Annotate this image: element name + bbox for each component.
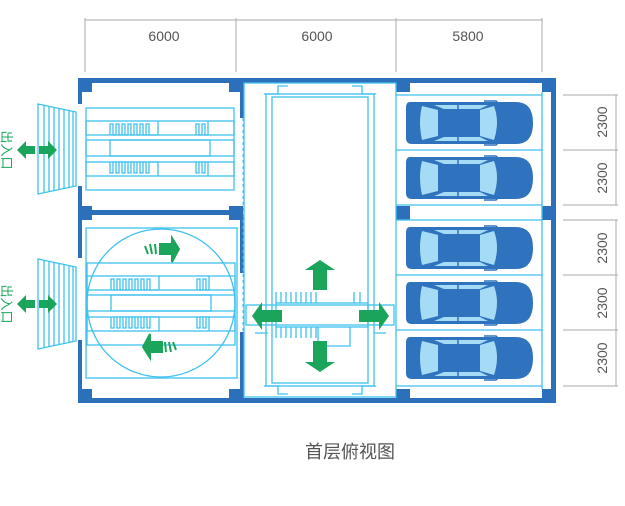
parking-pallet — [85, 107, 235, 191]
dimension-top-1: 6000 — [148, 28, 179, 44]
arrow-up-icon — [305, 260, 335, 290]
dimension-top-3: 5800 — [452, 28, 483, 44]
parked-car-icon — [405, 225, 534, 271]
dimension-right-3: 2300 — [594, 232, 610, 263]
arrow-down-icon — [305, 341, 335, 372]
dimension-top-2: 6000 — [301, 28, 332, 44]
entrance-top[interactable]: 出入口 — [0, 103, 77, 195]
rotate-arrow-icon — [144, 234, 181, 263]
double-arrow-icon — [17, 141, 57, 159]
parking-pallet — [86, 262, 236, 346]
entrance-bottom[interactable]: 出入口 — [0, 258, 77, 350]
arrow-right-icon — [359, 302, 389, 330]
parked-car-icon — [405, 155, 534, 201]
top-dimensions: 6000 6000 5800 — [84, 18, 543, 72]
entrance-label: 出入口 — [0, 284, 14, 323]
parking-spaces — [396, 92, 543, 389]
dimension-right-2: 2300 — [594, 162, 610, 193]
parked-car-icon — [405, 100, 534, 146]
arrow-left-icon — [252, 302, 282, 330]
dimension-right-5: 2300 — [594, 342, 610, 373]
entrance-label: 出入口 — [0, 130, 14, 169]
right-dimensions: 2300 2300 2300 2300 2300 — [563, 94, 618, 387]
dimension-right-1: 2300 — [594, 106, 610, 137]
double-arrow-icon — [17, 295, 57, 313]
dimension-right-4: 2300 — [594, 287, 610, 318]
parked-car-icon — [405, 335, 534, 381]
rotate-arrow-icon — [141, 333, 177, 362]
turntable — [85, 227, 238, 379]
parked-car-icon — [405, 280, 534, 326]
diagram-caption: 首层俯视图 — [305, 442, 395, 462]
building-walls — [78, 78, 556, 403]
lift-shaft — [245, 85, 395, 395]
